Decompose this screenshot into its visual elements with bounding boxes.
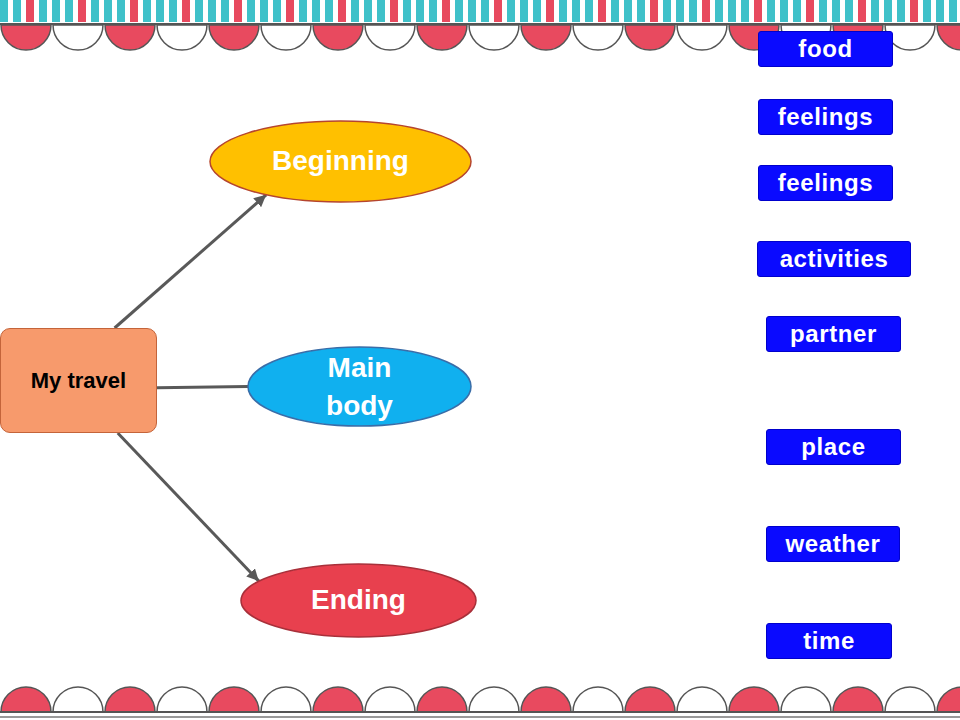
word-label: place: [801, 433, 865, 461]
word-label: time: [803, 627, 855, 655]
border-line: [0, 711, 960, 713]
section-label: Main body: [305, 349, 415, 425]
connector-line: [118, 433, 259, 581]
section-ellipse: Main body: [247, 346, 472, 427]
word-label: food: [798, 35, 852, 63]
section-label: Beginning: [272, 145, 409, 177]
topic-box: My travel: [0, 328, 157, 433]
scallop-band: [0, 684, 960, 714]
ellipse-shape: [210, 121, 471, 202]
connector-line: [157, 386, 248, 387]
word-box: feelings: [758, 99, 893, 135]
connector-line: [115, 195, 267, 328]
word-box: feelings: [758, 165, 893, 201]
ellipse-shape: [241, 564, 476, 637]
word-label: partner: [790, 320, 877, 348]
word-box: activities: [757, 241, 911, 277]
word-box: time: [766, 623, 892, 659]
word-box: weather: [766, 526, 900, 562]
word-label: feelings: [778, 169, 874, 197]
topic-label: My travel: [31, 368, 126, 393]
word-label: weather: [786, 530, 881, 558]
word-box: partner: [766, 316, 901, 352]
section-label: Ending: [311, 584, 406, 616]
word-label: activities: [780, 245, 889, 273]
section-ellipse: Ending: [240, 563, 477, 638]
border-line: [0, 23, 960, 25]
stripe-band: [0, 0, 960, 22]
section-ellipse: Beginning: [209, 120, 472, 203]
word-box: place: [766, 429, 901, 465]
border-line: [0, 716, 960, 718]
word-box: food: [758, 31, 893, 67]
word-label: feelings: [778, 103, 874, 131]
ellipse-shape: [248, 347, 471, 426]
